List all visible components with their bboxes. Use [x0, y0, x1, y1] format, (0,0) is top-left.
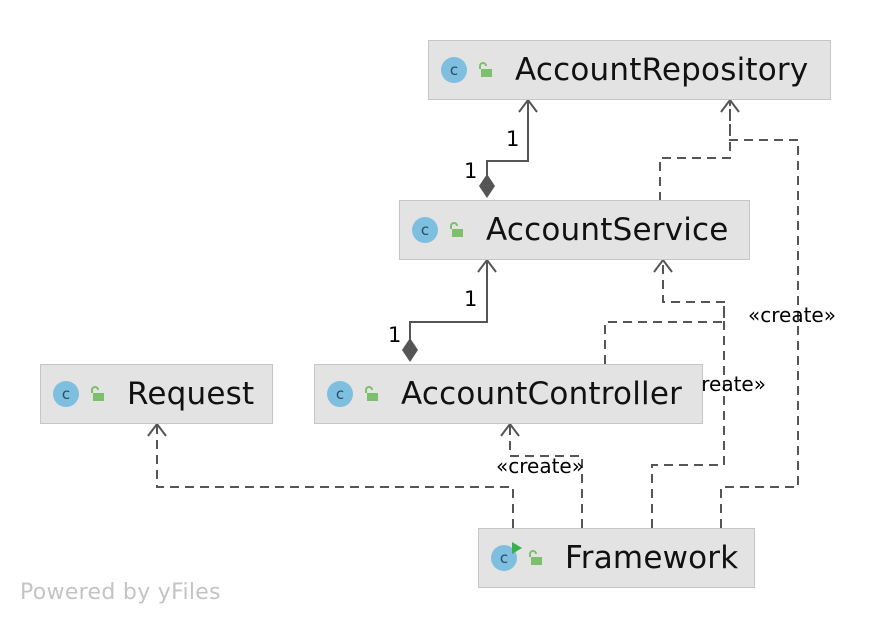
- arrowhead: [477, 258, 497, 273]
- arrowhead: [147, 422, 167, 437]
- multiplicity-label: 1: [506, 127, 519, 151]
- class-node-request[interactable]: c Request: [40, 364, 273, 424]
- class-name: AccountService: [486, 212, 729, 248]
- class-name: Framework: [565, 540, 739, 576]
- composition-edge-service-repository[interactable]: [479, 98, 538, 198]
- class-name: AccountController: [401, 376, 683, 412]
- create-label: «create»: [496, 454, 584, 478]
- arrowhead: [653, 258, 673, 273]
- class-icon: c: [412, 217, 438, 243]
- class-node-account-controller[interactable]: c AccountController: [314, 364, 703, 424]
- class-name: AccountRepository: [515, 52, 809, 88]
- class-node-framework[interactable]: c Framework: [478, 528, 755, 588]
- dependency-edge-service-repository[interactable]: [659, 98, 740, 201]
- powered-by-label: Powered by yFiles: [20, 580, 221, 605]
- create-edge-framework-repository[interactable]: [720, 104, 799, 528]
- class-name: Request: [127, 376, 255, 412]
- arrowhead: [720, 98, 740, 113]
- multiplicity-label: 1: [388, 323, 401, 347]
- create-edge-framework-service[interactable]: [651, 300, 725, 528]
- class-node-account-repository[interactable]: c AccountRepository: [428, 40, 831, 100]
- multiplicity-label: 1: [464, 287, 477, 311]
- composition-diamond: [402, 338, 418, 362]
- class-icon: c: [441, 57, 467, 83]
- dependency-edge-framework-request[interactable]: [147, 422, 514, 528]
- unlocked-icon: [479, 62, 492, 77]
- unlocked-icon: [91, 386, 104, 401]
- runnable-class-icon: c: [491, 542, 522, 571]
- class-node-account-service[interactable]: c AccountService: [399, 200, 750, 260]
- create-label: «create»: [748, 303, 836, 327]
- unlocked-icon: [365, 386, 378, 401]
- composition-diamond: [479, 174, 495, 198]
- arrowhead: [500, 422, 520, 437]
- run-marker-icon: [512, 542, 522, 554]
- composition-edge-controller-service[interactable]: [402, 258, 497, 362]
- unlocked-icon: [450, 222, 463, 237]
- class-icon: c: [327, 381, 353, 407]
- unlocked-icon: [529, 550, 542, 565]
- create-edge-framework-controller[interactable]: [500, 422, 583, 528]
- arrowhead: [518, 98, 538, 113]
- multiplicity-label: 1: [464, 159, 477, 183]
- class-icon: c: [53, 381, 79, 407]
- dependency-edge-controller-service[interactable]: [604, 258, 725, 364]
